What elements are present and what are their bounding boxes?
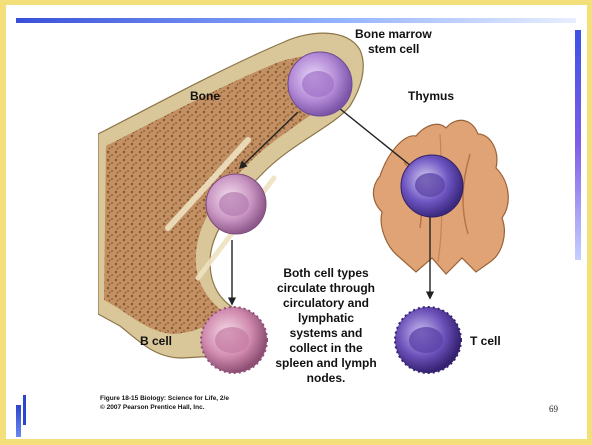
caption-line: nodes.	[307, 371, 346, 385]
t-cell	[395, 307, 461, 373]
label-b-cell: B cell	[140, 334, 172, 348]
page-number: 69	[549, 404, 558, 414]
b-cell	[201, 307, 267, 373]
caption-line: lymphatic	[298, 311, 354, 325]
figure-credit-line2: © 2007 Pearson Prentice Hall, Inc.	[100, 403, 205, 411]
marrow-lymphocyte-cell	[206, 174, 266, 234]
label-thymus: Thymus	[408, 89, 454, 103]
label-t-cell: T cell	[470, 334, 501, 348]
caption-line: spleen and lymph	[275, 356, 376, 370]
thymus-lymphocyte-cell	[401, 155, 463, 217]
frame-border-right	[587, 0, 592, 445]
figure-illustration: Bone marrow stem cell Bone Thymus B cell…	[98, 22, 516, 414]
decorative-left-bar-inner	[23, 395, 26, 425]
caption-line: circulatory and	[283, 296, 369, 310]
label-bone-marrow-line1: Bone marrow	[355, 27, 432, 41]
frame-border-left	[0, 0, 6, 445]
arrow-stem-to-thymus	[334, 104, 416, 170]
caption-line: collect in the	[289, 341, 363, 355]
caption-line: Both cell types	[283, 266, 369, 280]
label-bone-marrow-line2: stem cell	[368, 42, 419, 56]
label-bone: Bone	[190, 89, 220, 103]
frame-border-top	[0, 0, 592, 5]
caption-line: circulate through	[277, 281, 375, 295]
caption-line: systems and	[290, 326, 363, 340]
frame-border-bottom	[0, 439, 592, 445]
decorative-right-bar	[575, 30, 581, 260]
decorative-left-bar	[16, 405, 21, 437]
figure-credit-line1: Figure 18-15 Biology: Science for Life, …	[100, 395, 229, 402]
stem-cell	[288, 52, 352, 116]
caption-text: Both cell types circulate through circul…	[275, 266, 376, 385]
